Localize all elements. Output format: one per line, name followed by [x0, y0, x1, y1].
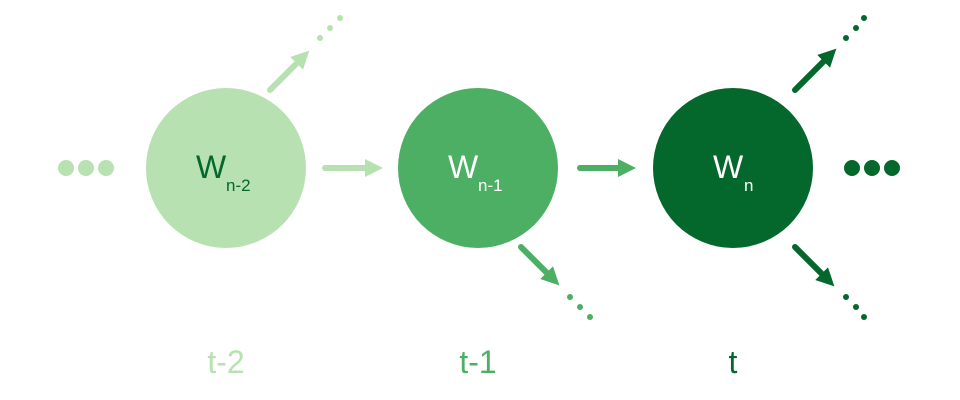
ellipsis-up-n-minus-2-icon	[317, 15, 343, 41]
node-label-n-minus-1: W	[448, 149, 479, 185]
ellipsis-down-n-minus-1-icon	[567, 294, 593, 320]
arrow-down-from-n	[792, 244, 835, 287]
node-subscript-n-minus-1: n-1	[478, 176, 503, 195]
node-subscript-n-minus-2: n-2	[226, 176, 251, 195]
node-label-n-minus-2: W	[196, 149, 227, 185]
node-circle-n	[653, 88, 813, 248]
time-label-t: t	[729, 344, 738, 380]
time-label-t-minus-2: t-2	[207, 344, 244, 380]
arrow-down-from-n-minus-1	[518, 244, 560, 286]
leading-ellipsis-icon	[58, 160, 114, 176]
ellipsis-down-n-icon	[843, 294, 867, 320]
time-label-t-minus-1: t-1	[459, 344, 496, 380]
node-label-n: W	[713, 149, 744, 185]
node-subscript-n: n	[744, 176, 753, 195]
ellipsis-up-n-icon	[843, 15, 867, 41]
trailing-ellipsis-icon	[844, 160, 900, 176]
arrow-up-from-n-minus-2	[267, 50, 310, 93]
arrow-up-from-n	[792, 48, 837, 93]
node-circle-n-minus-2	[146, 88, 306, 248]
node-circle-n-minus-1	[398, 88, 558, 248]
